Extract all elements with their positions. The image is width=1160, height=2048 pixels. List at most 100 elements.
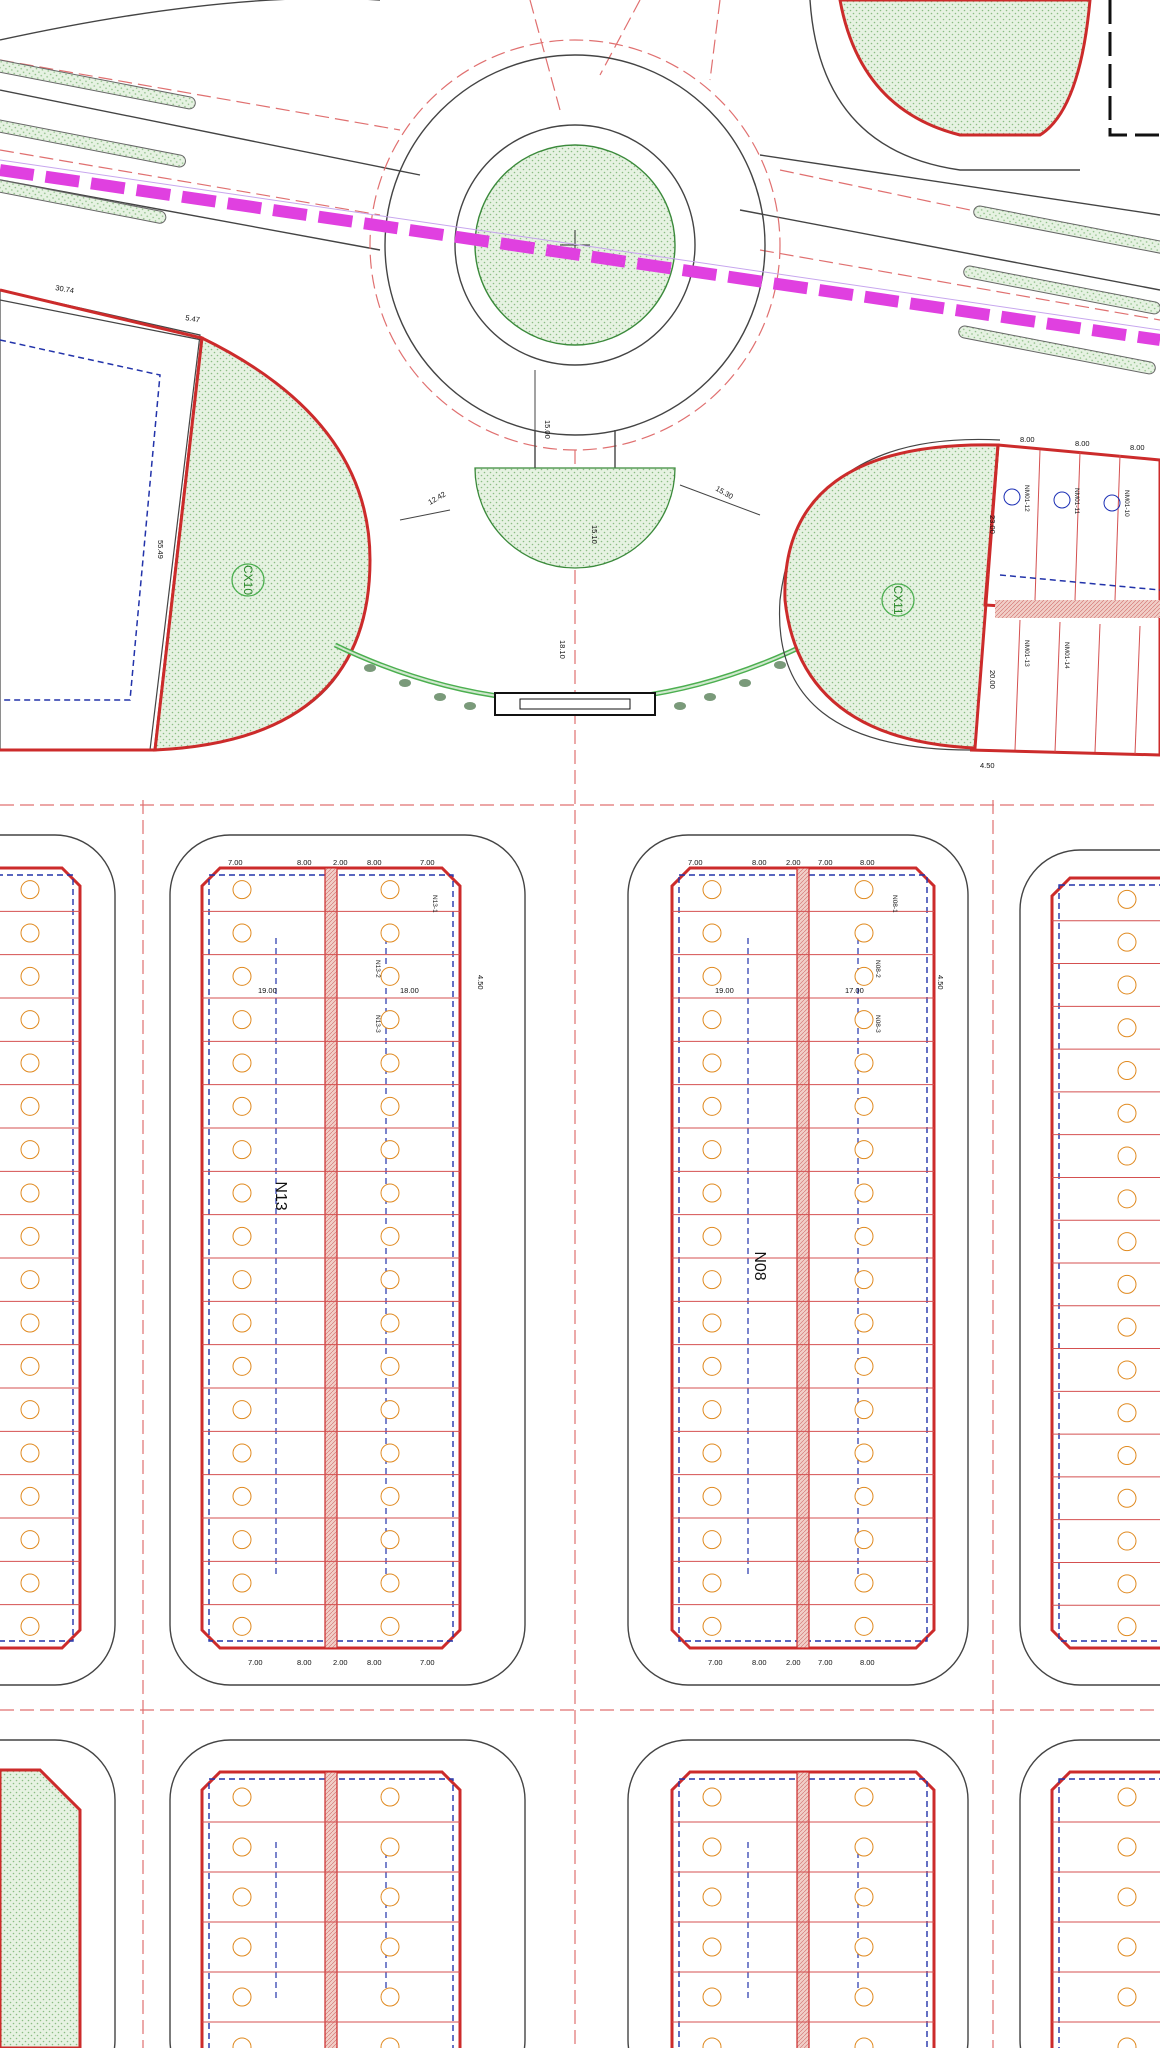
dim-east-3: 8.00 [1130,443,1145,452]
block-west-lot-marker [20,1140,40,1160]
block-n08-lots-lot-marker [854,1616,874,1636]
block-n13-lots-lot-marker [380,1270,400,1290]
block-west-lot-marker [20,1226,40,1246]
zone-cx11[interactable]: CX11 [778,438,1001,751]
n08-bottom-dim-2: 8.00 [752,1658,767,1667]
block-east-lot-marker [1117,1531,1137,1551]
block-n08-south-lots-lot-marker [854,1887,874,1907]
dim-east-4: 23.00 [988,515,997,534]
block-n08-lots-lot-marker [702,1573,722,1593]
lot-label-nm01-12: NM01-12 [1023,485,1030,512]
roundabout-outer-edge [384,54,766,436]
block-west-lot-marker [20,1530,40,1550]
zone-cx10[interactable]: CX10 30.74 5.47 55.49 [0,283,372,752]
block-east-lot-marker [1117,1488,1137,1508]
dim-corner-2: 5.47 [185,313,201,324]
block-east-lot-marker [1117,1317,1137,1337]
block-east-south-setback [1058,1778,1160,2048]
block-n13-lots-lot-marker [232,1096,252,1116]
lot-label-n08-3: N08-3 [874,1015,881,1033]
block-n13-south-lots-alley [324,1771,338,2048]
n08-bottom-dim-3: 2.00 [786,1658,801,1667]
block-n13-lots-lot-marker [380,1530,400,1550]
n13-bottom-dim-4: 8.00 [367,1658,382,1667]
road-medians [0,58,1160,375]
block-n08-lots-lot-marker [702,1140,722,1160]
n13-top-dim-4: 8.00 [367,858,382,867]
residential-blocks [0,866,1160,2048]
block-n13[interactable]: N13 7.00 8.00 2.00 8.00 7.00 19.00 18.00… [228,858,485,1667]
block-n13-lots-lot-marker [380,1010,400,1030]
block-east-lot-marker [1117,1446,1137,1465]
block-n08[interactable]: N08 7.00 8.00 2.00 7.00 8.00 19.00 17.00… [688,858,945,1667]
block-n13-south-lots-lot-marker [232,2037,252,2048]
block-n08-lots-lot-marker [854,1443,874,1463]
block-n13-south-lots-lot-marker [232,1887,252,1907]
lot-label-n13-2: N13-2 [374,960,381,978]
block-n13-lots-lot-marker [232,1356,252,1376]
block-east-lot-marker [1117,1274,1137,1294]
block-n08-south-lots-lot-marker [702,1887,722,1907]
n08-side-dim: 4.50 [936,975,945,990]
n13-top-dim-5: 7.00 [420,858,435,867]
block-n13-south-lots-lot-marker [232,1987,252,2007]
block-west-lot-marker [20,1270,40,1290]
plaza-semicircle[interactable]: 15.00 15.10 18.10 12.42 15.30 [399,370,761,659]
n13-bottom-dim-5: 7.00 [420,1658,435,1667]
roundabout-axis [369,39,781,451]
block-n08-lots-lot-marker [702,1313,722,1333]
block-n13-lots-lot-marker [380,1573,400,1593]
block-east-lot-marker [1117,1403,1137,1423]
block-n13-lots-lot-marker [232,880,252,900]
dim-east-1: 8.00 [1020,435,1035,444]
block-n13-lots-lot-marker [380,966,400,986]
block-n08-south-lots-lot-marker [854,2037,874,2048]
block-n13-south-lots-lot-marker [380,1837,400,1857]
block-n13-lots-lot-marker [232,1140,252,1160]
block-n13-south-lots-lot-marker [380,1937,400,1957]
block-east-south-lot-marker [1117,1987,1137,2007]
block-n08-lots-lot-marker [854,1530,874,1550]
block-n13-south-lots-lot-marker [380,2037,400,2048]
block-n08-lots-lot-marker [854,966,874,986]
block-n13-lots-lot-marker [380,1053,400,1073]
n08-top-dim-2: 8.00 [752,858,767,867]
block-n08-lots-lot-marker [854,880,874,900]
n08-bottom-dim-4: 7.00 [818,1658,833,1667]
block-n13-lots-lot-marker [232,1443,252,1463]
block-n13-lots-lot-marker [380,1096,400,1116]
block-n13-lots-lot-marker [380,1226,400,1246]
block-n13-lots-lot-marker [232,923,252,943]
block-n13-lots-lot-marker [232,1053,252,1073]
block-n08-lots-lot-marker [854,1573,874,1593]
dim-corner-3: 55.49 [156,540,165,559]
block-n08-lots-lot-marker [702,923,722,943]
block-west-lot-marker [20,1443,40,1463]
block-n08-south-lots-lot-marker [702,2037,722,2048]
block-east-lot-marker [1117,1360,1137,1380]
block-east-lot-marker [1117,975,1137,995]
entrance-gateway[interactable] [494,692,656,716]
block-west-setback [0,874,74,1642]
block-n08-lots-lot-marker [854,1226,874,1246]
block-n08-south-lots-lot-marker [702,1787,722,1807]
block-west-lot-marker [20,880,40,900]
block-east-lot-marker [1117,1103,1137,1123]
block-n08-south-lots-lot-marker [854,1787,874,1807]
block-n08-lots-lot-marker [702,1400,722,1420]
lot-label-n08-2: N08-2 [874,960,881,978]
block-n13-south-lots-lot-marker [380,1987,400,2007]
pipeline-route [0,164,1160,346]
block-n13-lots-lot-marker [380,1486,400,1506]
n08-top-dim-5: 8.00 [860,858,875,867]
block-n08-south-lots-lot-marker [702,1987,722,2007]
n13-top-dim-3: 2.00 [333,858,348,867]
block-n08-lots-lot-marker [702,1486,722,1506]
dim-east-6: 4.50 [980,761,995,770]
block-n08-lots-lot-marker [854,1140,874,1160]
block-n08-south-lots-lot-marker [854,1937,874,1957]
roundabout-inner-edge [454,124,696,366]
block-nm01[interactable]: NM01-12 NM01-11 NM01-10 NM01-13 NM01-14 … [969,435,1160,770]
